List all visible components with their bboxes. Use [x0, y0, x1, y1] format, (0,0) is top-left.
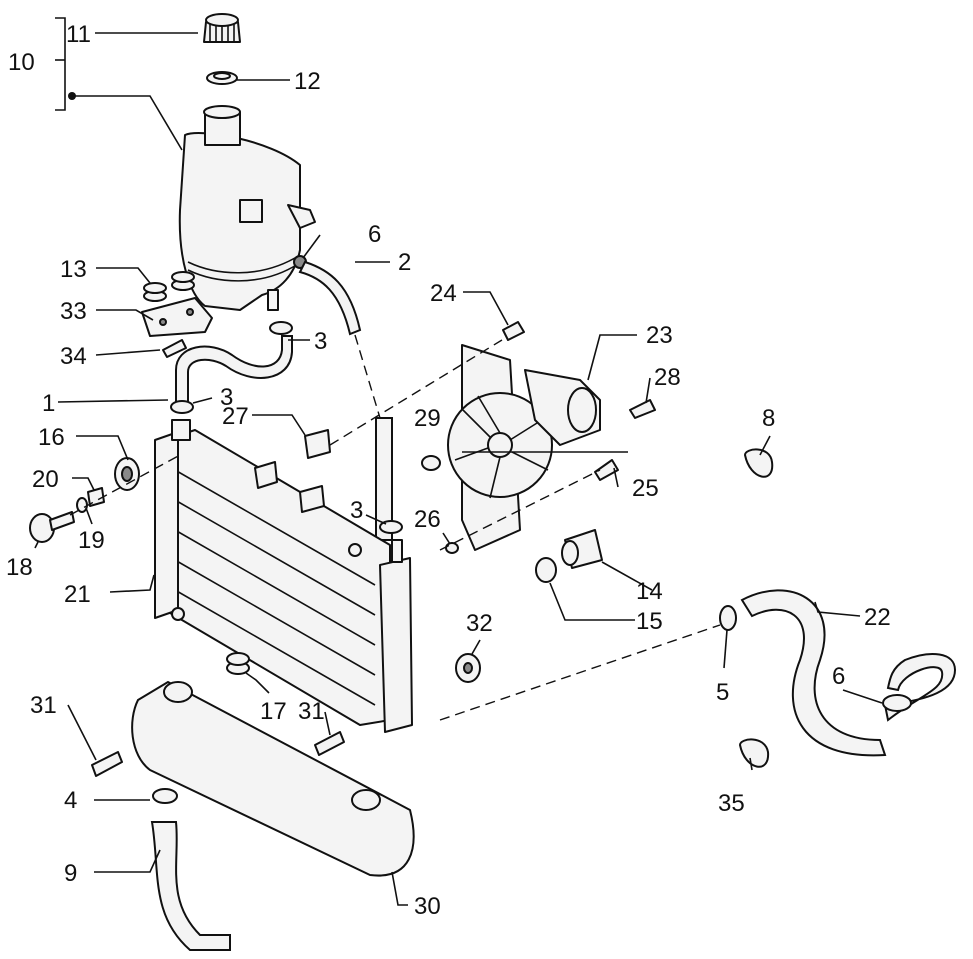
callout-24: 24: [430, 280, 457, 307]
hose-clip-6: [882, 694, 912, 712]
callout-28: 28: [654, 364, 681, 391]
callout-33: 33: [60, 298, 87, 325]
callout-15: 15: [636, 608, 663, 635]
hose-clip-4: [152, 788, 178, 804]
callout-10: 10: [8, 49, 35, 76]
o-ring: [535, 557, 557, 583]
hose-overflow: [298, 260, 362, 336]
callout-3a: 3: [314, 328, 327, 355]
callout-5: 5: [716, 679, 729, 706]
hose-clamp-35: [739, 738, 770, 768]
rubber-mounts: [143, 271, 195, 302]
mount-grommet: [114, 457, 140, 491]
leader-lines: [34, 17, 883, 906]
callout-4: 4: [64, 787, 77, 814]
fan-nut: [421, 455, 441, 471]
callout-17: 17: [260, 698, 287, 725]
callout-6b: 6: [832, 663, 845, 690]
callout-9: 9: [64, 860, 77, 887]
callout-30: 30: [414, 893, 441, 920]
callout-3c: 3: [350, 497, 363, 524]
callout-labels: 11 10 12 13 6 2 33 24 23 3 34 28 1 3 27 …: [6, 21, 891, 920]
lower-shroud: [131, 681, 415, 877]
callout-23: 23: [646, 322, 673, 349]
hose-clip-left: [170, 400, 194, 414]
callout-20: 20: [32, 466, 59, 493]
callout-27: 27: [222, 403, 249, 430]
outlet-hose: [150, 821, 231, 951]
shroud-screw-left: [91, 751, 123, 777]
spacer: [87, 487, 105, 507]
callout-21: 21: [64, 581, 91, 608]
expansion-tank: [178, 105, 316, 311]
callout-18: 18: [6, 554, 33, 581]
callout-3b: 3: [220, 384, 233, 411]
callout-14: 14: [636, 578, 663, 605]
callout-8: 8: [762, 405, 775, 432]
callout-19: 19: [78, 527, 105, 554]
callout-13: 13: [60, 256, 87, 283]
callout-22: 22: [864, 604, 891, 631]
mount-bolt: [29, 511, 75, 543]
callout-11: 11: [66, 21, 91, 48]
callout-2: 2: [398, 249, 411, 276]
callout-6a: 6: [368, 221, 381, 248]
callout-29: 29: [414, 405, 441, 432]
fan-screw-lower: [594, 459, 619, 481]
hose-clamp-8: [744, 448, 774, 478]
callout-32: 32: [466, 610, 493, 637]
hose-clip-upper: [269, 321, 293, 335]
radiator-clips: [254, 429, 331, 513]
hose-clip-5: [719, 605, 737, 631]
fan-screw-right: [629, 399, 656, 419]
filler-cap: [203, 13, 241, 43]
fan-washer: [445, 542, 459, 554]
callout-31a: 31: [30, 692, 57, 719]
callout-16: 16: [38, 424, 65, 451]
thermo-switch: [561, 529, 603, 569]
shroud-screw-right: [314, 731, 345, 756]
cap-gasket: [206, 71, 238, 85]
callout-31b: 31: [298, 698, 325, 725]
cooling-fan: [447, 344, 601, 551]
radiator-grommet: [226, 652, 250, 675]
callout-35: 35: [718, 790, 745, 817]
tank-bracket: [141, 297, 213, 337]
lower-nut: [455, 653, 481, 683]
radiator: [154, 419, 413, 733]
callout-34: 34: [60, 343, 87, 370]
bracket-screw: [162, 339, 187, 358]
fan-screw-top: [502, 321, 525, 341]
callout-26: 26: [414, 506, 441, 533]
callout-25: 25: [632, 475, 659, 502]
callout-12: 12: [294, 68, 321, 95]
hose-tank-to-radiator: [175, 335, 293, 406]
callout-1: 1: [42, 390, 55, 417]
